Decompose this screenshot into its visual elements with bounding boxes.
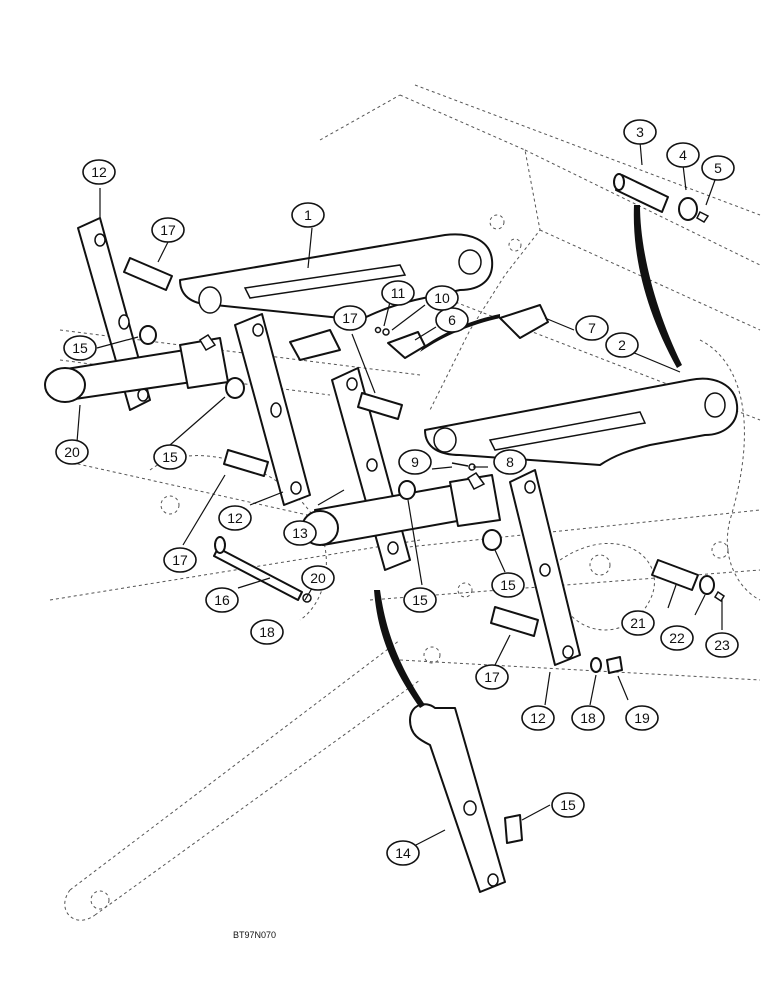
svg-text:22: 22 (669, 630, 685, 646)
plate-12-center (234, 313, 311, 506)
rod-17-center-top (289, 329, 403, 420)
callout-7: 7 (575, 315, 609, 341)
svg-text:15: 15 (412, 592, 428, 608)
svg-text:11: 11 (391, 285, 406, 301)
svg-text:17: 17 (160, 222, 176, 238)
svg-text:15: 15 (560, 797, 576, 813)
svg-text:2: 2 (618, 337, 626, 353)
callout-23: 23 (705, 632, 739, 658)
svg-text:18: 18 (259, 624, 275, 640)
rod-17-top-left (123, 257, 173, 291)
bushing-15-center (398, 480, 416, 500)
callout-18-center: 18 (250, 619, 284, 645)
arc-indicators (374, 205, 682, 708)
callout-20-left: 20 (55, 439, 89, 465)
callout-21: 21 (621, 610, 655, 636)
callout-17-center-top: 17 (333, 305, 367, 331)
callout-17-bottom: 17 (475, 664, 509, 690)
svg-text:15: 15 (72, 340, 88, 356)
svg-text:10: 10 (434, 290, 450, 306)
callout-12-right: 12 (521, 705, 555, 731)
callout-12-center: 12 (218, 505, 252, 531)
callout-6: 6 (435, 307, 469, 333)
svg-text:19: 19 (634, 710, 650, 726)
arc-top-right (633, 205, 682, 368)
leader-lines (76, 141, 723, 848)
plate-12-right (509, 469, 581, 666)
callout-19: 19 (625, 705, 659, 731)
svg-text:17: 17 (484, 669, 500, 685)
svg-text:15: 15 (162, 449, 178, 465)
pin-assembly-top-right (613, 173, 710, 223)
callout-16: 16 (205, 587, 239, 613)
cylinder-20-left (44, 333, 229, 403)
callout-8: 8 (493, 449, 527, 475)
callout-9: 9 (398, 449, 432, 475)
lift-arm-1 (179, 233, 494, 321)
svg-text:5: 5 (714, 160, 722, 176)
cylinder-20-center (301, 471, 501, 546)
plate-14 (409, 703, 506, 893)
svg-text:12: 12 (91, 164, 107, 180)
callout-2: 2 (605, 332, 639, 358)
callout-17-top-left: 17 (151, 217, 185, 243)
reference-code: BT97N070 (233, 930, 276, 940)
svg-text:9: 9 (411, 454, 419, 470)
callout-13: 13 (283, 520, 317, 546)
bushing-15-left (139, 325, 157, 345)
svg-text:17: 17 (342, 310, 358, 326)
callout-15-right: 15 (491, 572, 525, 598)
callout-22: 22 (660, 625, 694, 651)
callout-3: 3 (623, 119, 657, 145)
svg-text:21: 21 (630, 615, 646, 631)
svg-text:13: 13 (292, 525, 308, 541)
svg-text:6: 6 (448, 312, 456, 328)
callout-20-center: 20 (301, 565, 335, 591)
svg-text:12: 12 (227, 510, 243, 526)
svg-text:17: 17 (172, 552, 188, 568)
callout-11: 11 (381, 280, 415, 306)
bracket-assembly (374, 304, 549, 471)
rod-17-center-left (223, 449, 269, 477)
svg-text:20: 20 (64, 444, 80, 460)
svg-text:20: 20 (310, 570, 326, 586)
svg-text:18: 18 (580, 710, 596, 726)
arc-bottom (374, 590, 425, 708)
callout-10: 10 (425, 285, 459, 311)
bushing-15-bottom (504, 814, 523, 844)
svg-text:23: 23 (714, 637, 730, 653)
callout-15-mid: 15 (153, 444, 187, 470)
lift-arm-2 (424, 377, 739, 466)
svg-text:4: 4 (679, 147, 687, 163)
callout-12-left: 12 (82, 159, 116, 185)
callout-1: 1 (291, 202, 325, 228)
svg-text:1: 1 (304, 207, 312, 223)
callout-15-center: 15 (403, 587, 437, 613)
callout-18-right: 18 (571, 705, 605, 731)
pin-assembly-right (651, 559, 726, 603)
callout-4: 4 (666, 142, 700, 168)
svg-text:15: 15 (500, 577, 516, 593)
svg-text:8: 8 (506, 454, 514, 470)
callout-5: 5 (701, 155, 735, 181)
bushing-15-right (482, 529, 502, 551)
callout-15-bottom: 15 (551, 792, 585, 818)
arc-center (420, 314, 500, 352)
rod-17-bottom (490, 606, 539, 637)
svg-text:12: 12 (530, 710, 546, 726)
callout-17-center-left: 17 (163, 547, 197, 573)
svg-text:16: 16 (214, 592, 230, 608)
svg-text:14: 14 (395, 845, 411, 861)
bolt-16 (213, 536, 312, 603)
callout-15-left: 15 (63, 335, 97, 361)
svg-text:3: 3 (636, 124, 644, 140)
callout-14: 14 (386, 840, 420, 866)
washer-nut-right (590, 656, 623, 674)
svg-text:7: 7 (588, 320, 596, 336)
bushing-15-mid (225, 377, 245, 399)
